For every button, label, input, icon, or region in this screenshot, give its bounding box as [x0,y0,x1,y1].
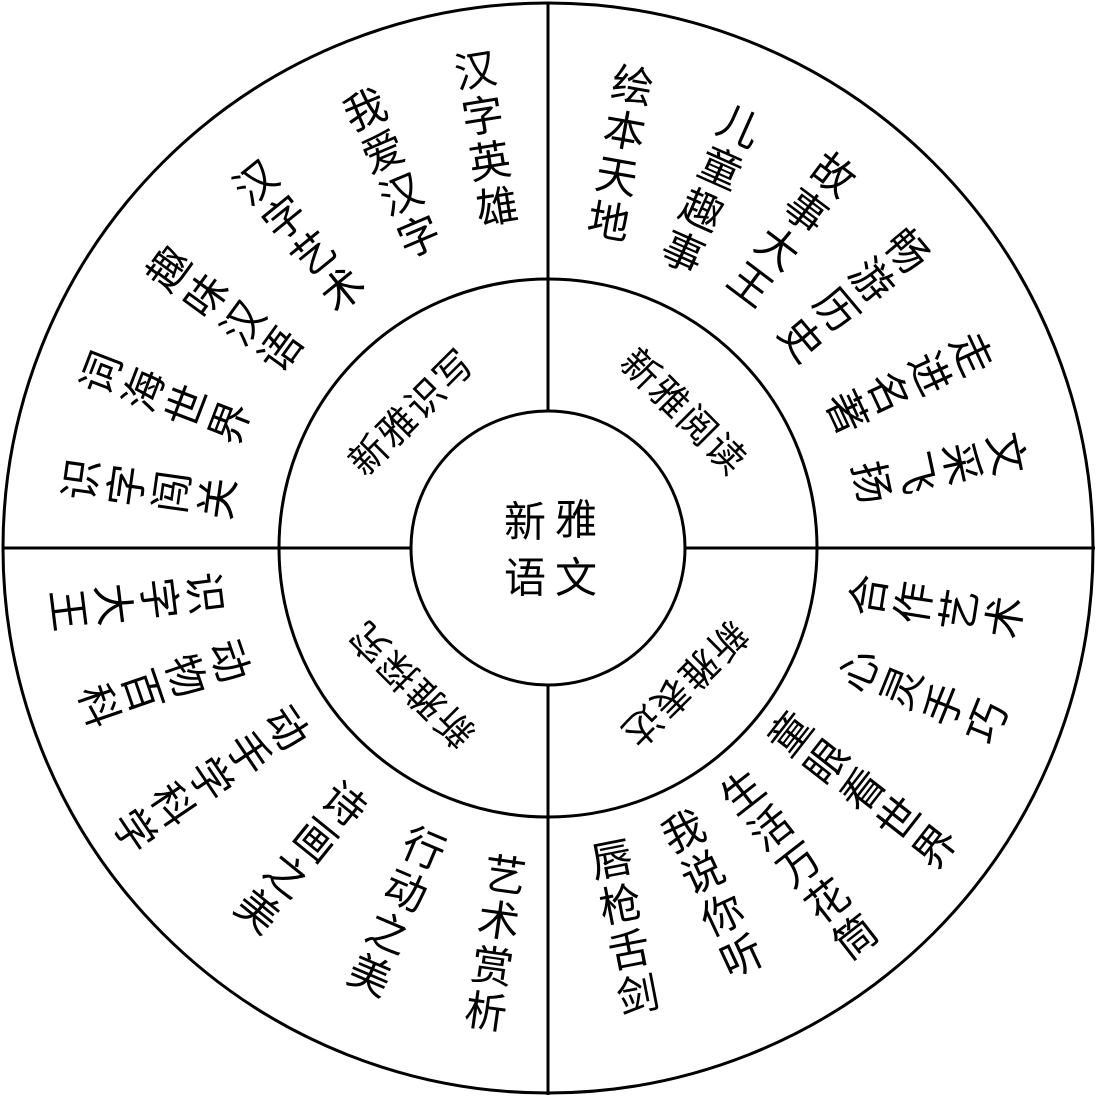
outer-label: 文采飞扬 [842,422,1032,508]
center-char: 语 [504,554,546,603]
outer-label: 诗画之美 [221,770,375,944]
ring-label-top-right: 新雅阅读 [612,340,756,484]
center-char: 文 [555,554,597,603]
outer-label: 我爱汉字 [331,81,448,270]
outer-label: 行动之美 [335,817,452,1006]
outer-label: 唇枪舌剑 [580,834,663,1024]
outer-label: 绘本天地 [577,59,657,249]
outer-label: 动物百科 [67,628,257,734]
outer-label: 词海世界 [71,345,260,457]
center-char: 雅 [555,496,597,545]
outer-label: 艺术赏析 [455,850,529,1039]
center-title: 新 雅 语 文 [504,496,597,603]
outer-label: 合作艺术 [842,571,1031,648]
outer-label: 心灵手巧 [828,642,1017,756]
outer-label: 识字闯关 [55,455,244,529]
outer-label: 走进名著 [813,320,1000,442]
outer-label: 汉字英雄 [445,45,522,234]
inner-circle [409,409,687,687]
center-char: 新 [504,498,546,547]
outer-label: 识字大王 [41,563,230,634]
ring-label-bottom-right: 新雅表达 [612,612,756,756]
ring-label-bottom-left: 新雅探究 [340,612,484,756]
ring-label-top-left: 新雅识写 [340,340,484,484]
